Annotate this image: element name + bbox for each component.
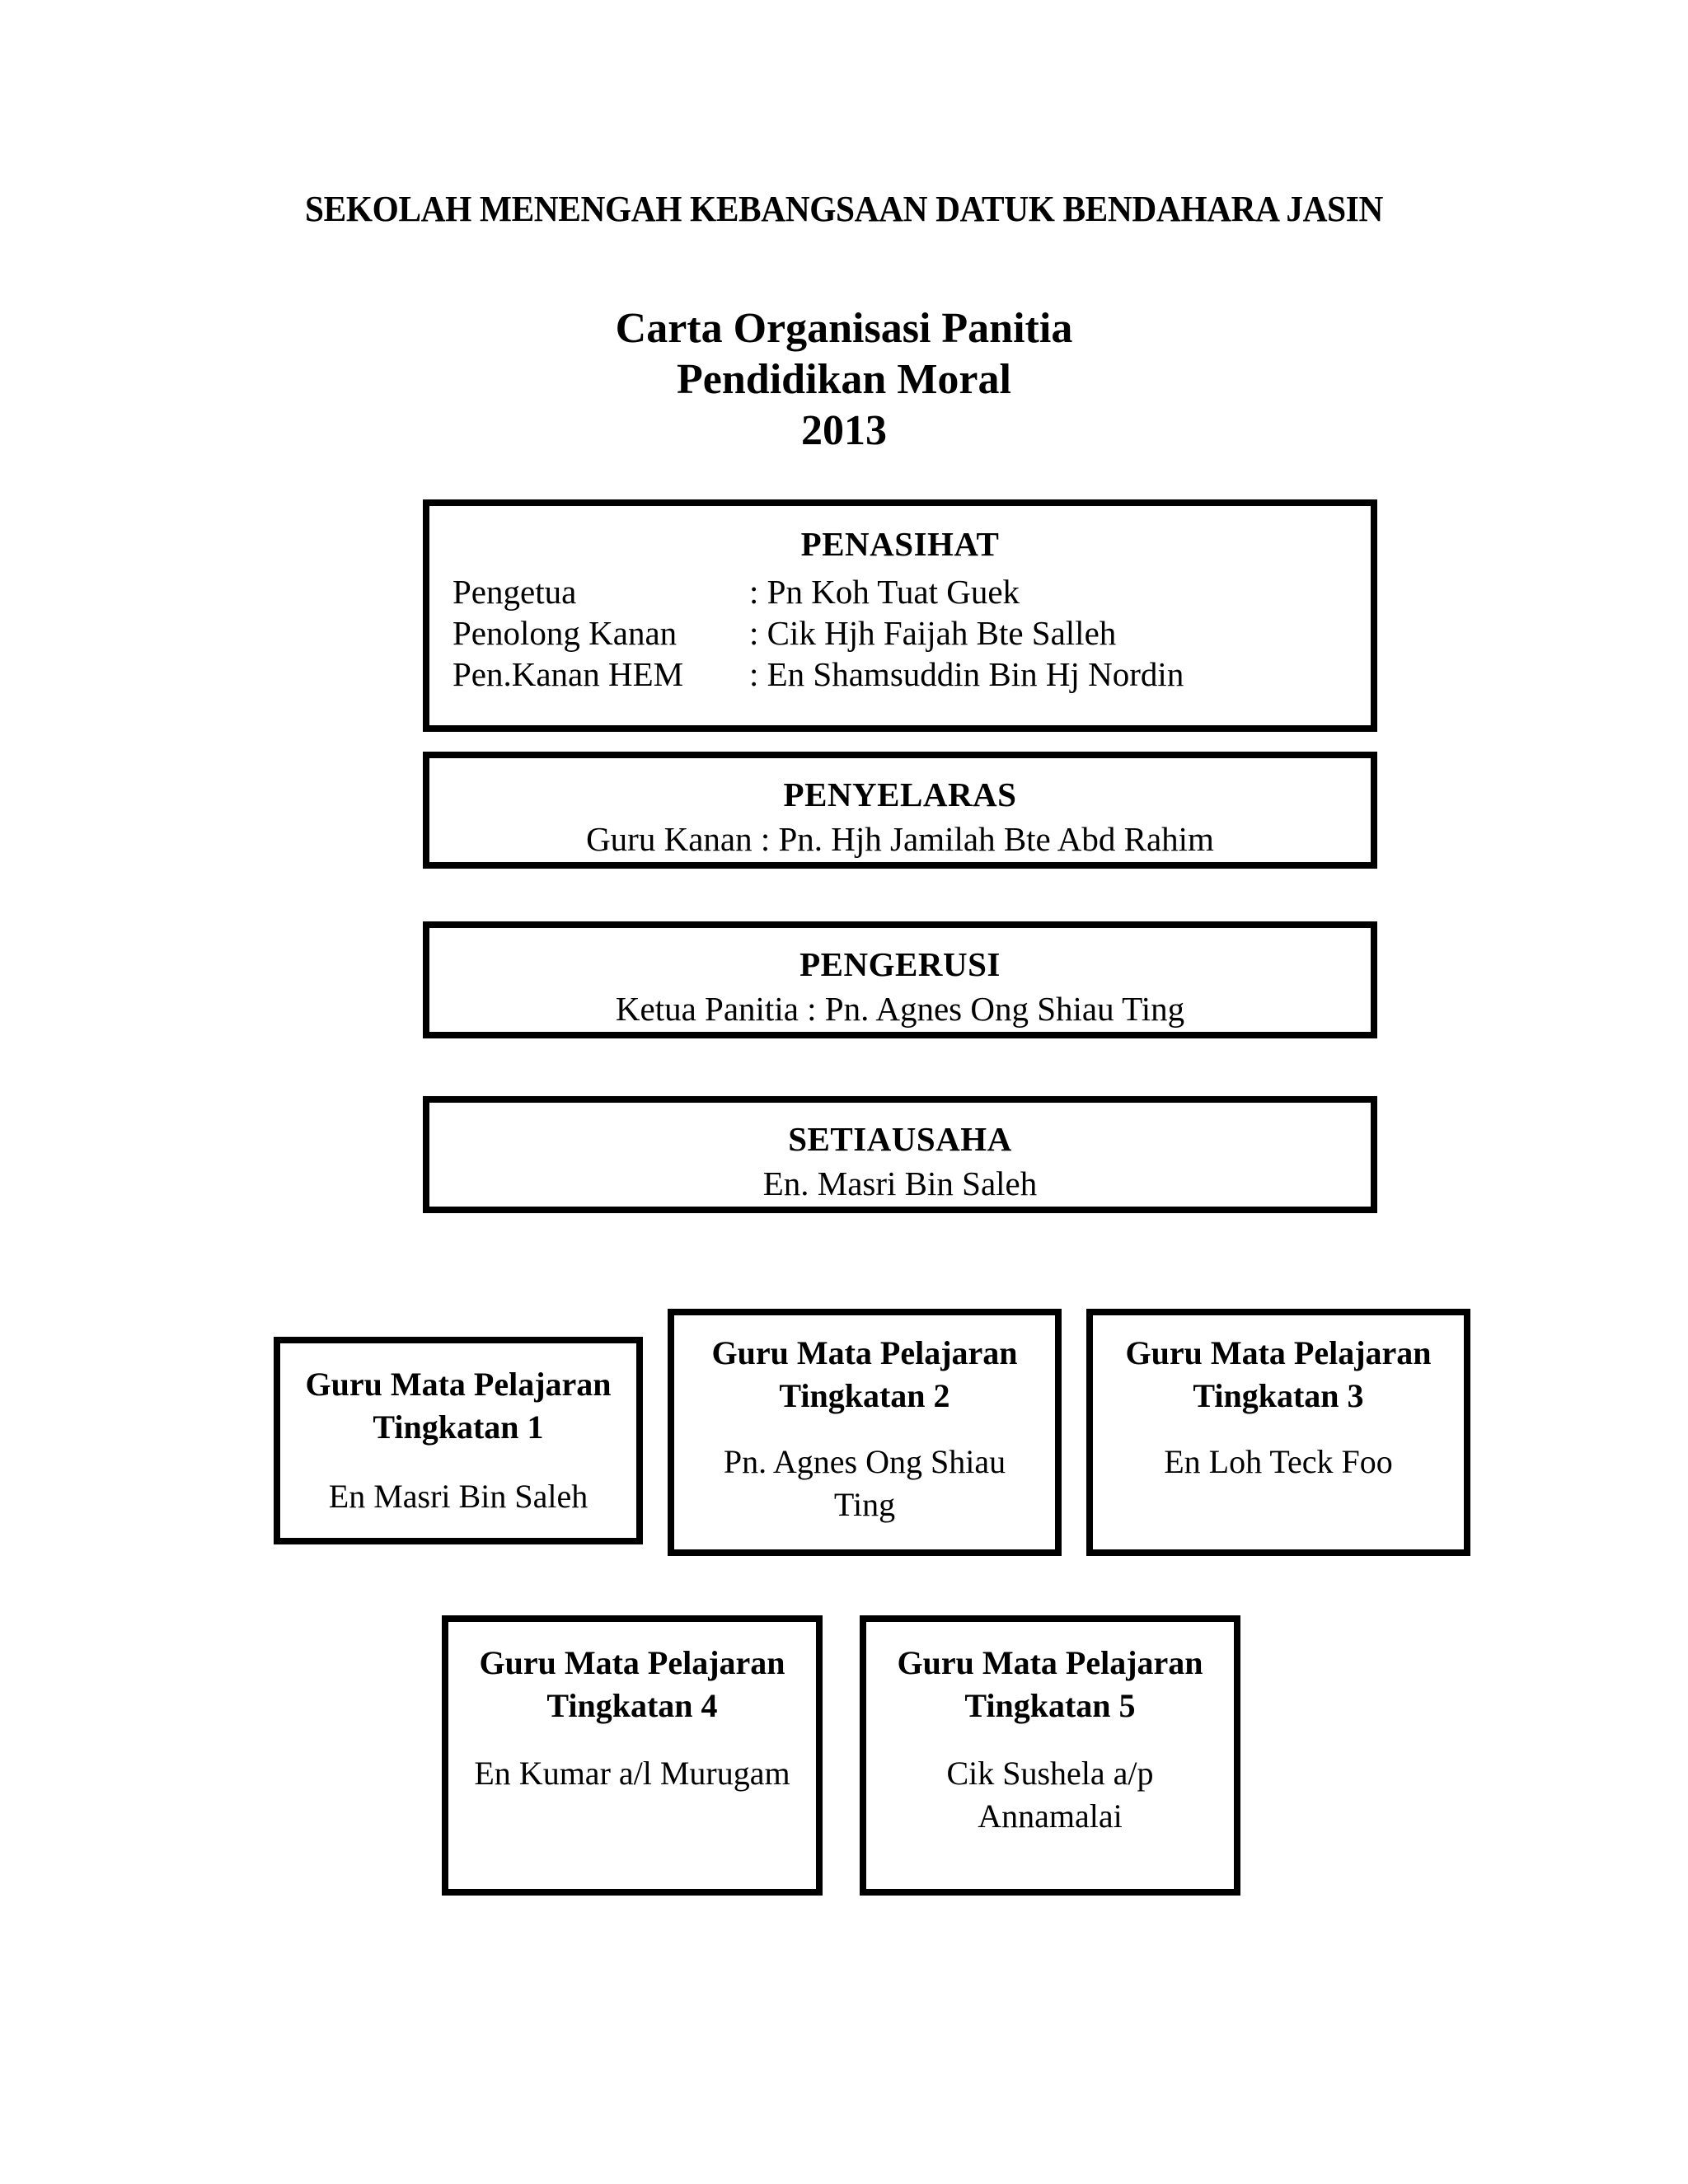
penasihat-row-value: : Cik Hjh Faijah Bte Salleh	[749, 614, 1117, 652]
teacher-heading-line-2: Tingkatan 2	[779, 1377, 950, 1414]
penasihat-row-label: Pengetua	[452, 573, 577, 611]
teacher-box-heading: Guru Mata Pelajaran Tingkatan 3	[1093, 1332, 1464, 1418]
pengerusi-line: Ketua Panitia : Pn. Agnes Ong Shiau Ting	[615, 990, 1185, 1028]
teacher-name: Cik Sushela a/p Annamalai	[946, 1755, 1154, 1835]
teacher-box-heading: Guru Mata Pelajaran Tingkatan 1	[280, 1363, 636, 1449]
document-title: Carta Organisasi Panitia Pendidikan Mora…	[0, 303, 1688, 457]
penasihat-box: PENASIHAT Pengetua : Pn Koh Tuat Guek Pe…	[423, 499, 1377, 732]
penasihat-row: Pen.Kanan HEM : En Shamsuddin Bin Hj Nor…	[429, 654, 1371, 696]
teacher-heading-line-2: Tingkatan 5	[964, 1687, 1136, 1724]
penasihat-row: Pengetua : Pn Koh Tuat Guek	[429, 572, 1371, 613]
setiausaha-heading: SETIAUSAHA	[788, 1120, 1012, 1158]
teacher-box-tingkatan-1: Guru Mata Pelajaran Tingkatan 1 En Masri…	[274, 1337, 643, 1544]
title-line-1: Carta Organisasi Panitia	[615, 305, 1073, 352]
teacher-box-tingkatan-2: Guru Mata Pelajaran Tingkatan 2 Pn. Agne…	[668, 1309, 1062, 1556]
teacher-heading-line-1: Guru Mata Pelajaran	[479, 1644, 785, 1681]
school-name-heading: SEKOLAH MENENGAH KEBANGSAAN DATUK BENDAH…	[305, 189, 1383, 229]
pengerusi-heading: PENGERUSI	[799, 945, 1001, 983]
penyelaras-line: Guru Kanan : Pn. Hjh Jamilah Bte Abd Rah…	[586, 820, 1214, 858]
teacher-box-inner: Guru Mata Pelajaran Tingkatan 5 Cik Sush…	[864, 1619, 1236, 1891]
teacher-box-heading: Guru Mata Pelajaran Tingkatan 5	[866, 1642, 1234, 1727]
teacher-box-heading: Guru Mata Pelajaran Tingkatan 2	[674, 1332, 1055, 1418]
teacher-heading-line-2: Tingkatan 1	[373, 1408, 544, 1446]
teacher-heading-line-1: Guru Mata Pelajaran	[1125, 1334, 1432, 1371]
teacher-heading-line-1: Guru Mata Pelajaran	[897, 1644, 1203, 1681]
teacher-heading-line-1: Guru Mata Pelajaran	[305, 1366, 612, 1403]
pengerusi-box: PENGERUSI Ketua Panitia : Pn. Agnes Ong …	[423, 921, 1377, 1038]
teacher-box-tingkatan-5: Guru Mata Pelajaran Tingkatan 5 Cik Sush…	[860, 1615, 1240, 1896]
teacher-box-tingkatan-3: Guru Mata Pelajaran Tingkatan 3 En Loh T…	[1086, 1309, 1470, 1556]
teacher-heading-line-2: Tingkatan 3	[1193, 1377, 1364, 1414]
setiausaha-box: SETIAUSAHA En. Masri Bin Saleh	[423, 1096, 1377, 1213]
title-line-2: Pendidikan Moral	[677, 356, 1011, 403]
setiausaha-line: En. Masri Bin Saleh	[762, 1165, 1038, 1202]
title-line-3-year: 2013	[801, 407, 887, 454]
setiausaha-box-inner: SETIAUSAHA En. Masri Bin Saleh	[427, 1100, 1373, 1209]
pengerusi-box-inner: PENGERUSI Ketua Panitia : Pn. Agnes Ong …	[427, 926, 1373, 1034]
teacher-box-inner: Guru Mata Pelajaran Tingkatan 1 En Masri…	[278, 1341, 639, 1540]
teacher-name: Pn. Agnes Ong Shiau Ting	[723, 1443, 1006, 1523]
teacher-box-heading: Guru Mata Pelajaran Tingkatan 4	[448, 1642, 816, 1727]
teacher-box-inner: Guru Mata Pelajaran Tingkatan 2 Pn. Agne…	[672, 1313, 1057, 1552]
penyelaras-box: PENYELARAS Guru Kanan : Pn. Hjh Jamilah …	[423, 752, 1377, 869]
penyelaras-box-inner: PENYELARAS Guru Kanan : Pn. Hjh Jamilah …	[427, 756, 1373, 865]
teacher-name: En Kumar a/l Murugam	[474, 1755, 790, 1792]
penasihat-row-value: : Pn Koh Tuat Guek	[749, 573, 1020, 611]
teacher-name: En Masri Bin Saleh	[328, 1478, 588, 1515]
teacher-heading-line-2: Tingkatan 4	[546, 1687, 718, 1724]
penasihat-row-value: : En Shamsuddin Bin Hj Nordin	[749, 655, 1184, 693]
teacher-name: En Loh Teck Foo	[1164, 1443, 1393, 1480]
teacher-box-tingkatan-4: Guru Mata Pelajaran Tingkatan 4 En Kumar…	[442, 1615, 823, 1896]
penyelaras-heading: PENYELARAS	[783, 776, 1017, 813]
penasihat-row: Penolong Kanan : Cik Hjh Faijah Bte Sall…	[429, 613, 1371, 654]
teacher-box-inner: Guru Mata Pelajaran Tingkatan 3 En Loh T…	[1090, 1313, 1466, 1552]
penasihat-row-list: Pengetua : Pn Koh Tuat Guek Penolong Kan…	[429, 572, 1371, 696]
teacher-box-inner: Guru Mata Pelajaran Tingkatan 4 En Kumar…	[446, 1619, 818, 1891]
penasihat-row-label: Penolong Kanan	[452, 614, 678, 652]
penasihat-heading: PENASIHAT	[800, 525, 1000, 563]
penasihat-row-label: Pen.Kanan HEM	[452, 655, 684, 693]
penasihat-box-inner: PENASIHAT Pengetua : Pn Koh Tuat Guek Pe…	[427, 504, 1373, 728]
teacher-heading-line-1: Guru Mata Pelajaran	[711, 1334, 1018, 1371]
